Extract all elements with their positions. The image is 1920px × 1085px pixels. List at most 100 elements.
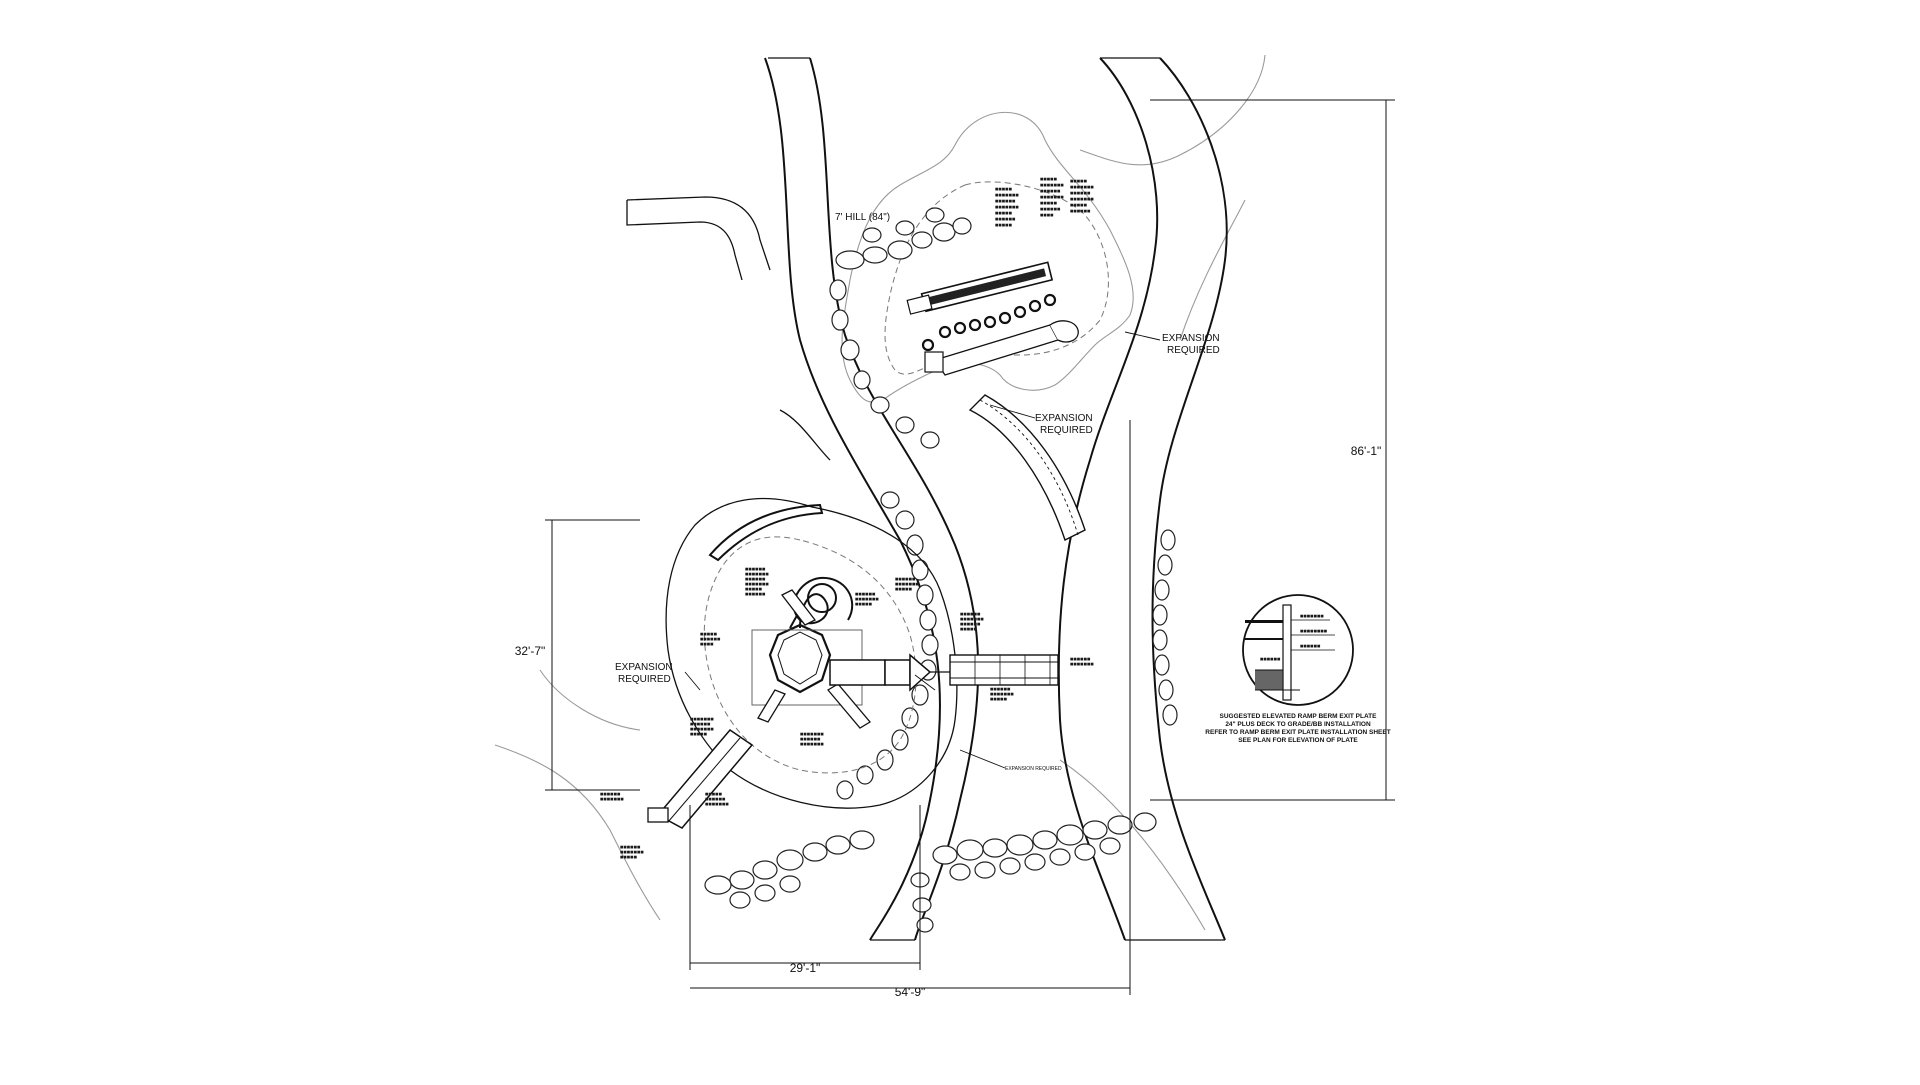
svg-text:■■■■■■: ■■■■■■: [855, 592, 876, 596]
upper-play-area-boundary: [841, 111, 1134, 403]
expansion-small-label: EXPANSION REQUIRED: [1005, 766, 1062, 772]
svg-text:■■■■■■■: ■■■■■■■: [990, 692, 1014, 696]
svg-text:■■■■■■: ■■■■■■: [1040, 207, 1061, 211]
svg-text:■■■■■■■: ■■■■■■■: [690, 717, 714, 721]
svg-text:■■■■■■■: ■■■■■■■: [960, 617, 984, 621]
walking-path-east-inner: [1151, 57, 1228, 941]
dim-width-total: 54'-9": [895, 985, 926, 999]
svg-text:■■■■■: ■■■■■: [995, 211, 1013, 215]
dim-height-left: 32'-7": [515, 644, 546, 658]
svg-text:■■■■■■: ■■■■■■: [690, 722, 711, 726]
expansion-left-label-2: REQUIRED: [618, 674, 671, 685]
svg-text:■■■■■■■: ■■■■■■■: [600, 797, 624, 801]
svg-text:■■■■■■: ■■■■■■: [745, 577, 766, 581]
svg-text:■■■■■: ■■■■■: [1070, 203, 1088, 207]
svg-text:■■■■■■: ■■■■■■: [600, 792, 621, 796]
dimension-lines: [545, 99, 1395, 995]
svg-text:■■■■■■■: ■■■■■■■: [705, 802, 729, 806]
svg-text:■■■■■■: ■■■■■■: [990, 687, 1011, 691]
svg-text:■■■■■■: ■■■■■■: [1040, 189, 1061, 193]
svg-text:■■■■■■■: ■■■■■■■: [620, 850, 644, 854]
svg-text:■■■■■■: ■■■■■■: [800, 737, 821, 741]
ramp-central-curved: [968, 394, 1086, 541]
svg-text:■■■■■: ■■■■■: [990, 697, 1008, 701]
bridge-deck: [829, 653, 932, 692]
lower-notes: ■■■■■■ ■■■■■■■ ■■■■■■ ■■■■■■■ ■■■■■ ■■■■…: [600, 567, 1094, 859]
svg-text:■■■■■■: ■■■■■■: [995, 199, 1016, 203]
svg-text:■■■■■: ■■■■■: [745, 587, 763, 591]
upper-slide: [924, 320, 1079, 376]
svg-text:■■■■■: ■■■■■: [1070, 179, 1088, 183]
svg-text:■■■■■: ■■■■■: [995, 223, 1013, 227]
dim-height-total: 86'-1": [1351, 444, 1382, 458]
svg-text:■■■■■■: ■■■■■■: [995, 217, 1016, 221]
expansion-left-label-1: EXPANSION: [615, 662, 673, 673]
expansion-upper-label-1: EXPANSION: [1035, 413, 1093, 424]
svg-text:■■■■: ■■■■: [1040, 213, 1054, 217]
svg-text:■■■■■: ■■■■■: [700, 632, 718, 636]
detail-note-line-2: 24" PLUS DECK TO GRADE/BB INSTALLATION: [1225, 721, 1371, 728]
svg-text:■■■■■: ■■■■■: [1040, 177, 1058, 181]
svg-text:■■■■■■: ■■■■■■: [960, 612, 981, 616]
svg-text:■■■■■■■: ■■■■■■■: [745, 582, 769, 586]
svg-text:■■■■■: ■■■■■: [690, 732, 708, 736]
detail-note-line-3: REFER TO RAMP BERM EXIT PLATE INSTALLATI…: [1205, 729, 1390, 736]
svg-text:■■■■: ■■■■: [700, 642, 714, 646]
svg-text:■■■■■■■: ■■■■■■■: [1070, 662, 1094, 666]
ramp-southwest: [647, 728, 754, 829]
svg-text:■■■■■■■: ■■■■■■■: [1300, 614, 1324, 618]
upper-notes: ■■■■■ ■■■■■■■ ■■■■■■ ■■■■■■■ ■■■■■ ■■■■■…: [995, 177, 1094, 227]
expansion-right-label-1: EXPANSION: [1162, 333, 1220, 344]
detail-note-line-1: SUGGESTED ELEVATED RAMP BERM EXIT PLATE: [1220, 713, 1378, 720]
svg-text:■■■■■■: ■■■■■■: [745, 592, 766, 596]
tower-slides: [757, 589, 871, 729]
svg-text:■■■■■■: ■■■■■■: [960, 622, 981, 626]
svg-text:■■■■■: ■■■■■: [895, 587, 913, 591]
svg-text:■■■■■: ■■■■■: [620, 855, 638, 859]
svg-text:■■■■■■■: ■■■■■■■: [1070, 185, 1094, 189]
walking-path-east-outer: [1057, 57, 1159, 941]
svg-text:■■■■■■■■: ■■■■■■■■: [1300, 629, 1328, 633]
svg-text:■■■■■: ■■■■■: [855, 602, 873, 606]
expansion-right-label-2: REQUIRED: [1167, 345, 1220, 356]
svg-text:■■■■■■■: ■■■■■■■: [995, 193, 1019, 197]
detail-note-line-4: SEE PLAN FOR ELEVATION OF PLATE: [1238, 737, 1358, 744]
svg-text:■■■■■■: ■■■■■■: [700, 637, 721, 641]
ramp-exit-plate-detail: ■■■■■■■ ■■■■■■■■ ■■■■■■ ■■■■■■: [1242, 594, 1354, 706]
walking-path-west-inner: [809, 57, 980, 941]
lower-play-area: [665, 497, 958, 809]
svg-text:■■■■■: ■■■■■: [960, 627, 978, 631]
svg-text:■■■■■■: ■■■■■■: [1070, 209, 1091, 213]
svg-text:■■■■■■■: ■■■■■■■: [800, 742, 824, 746]
svg-text:■■■■■■: ■■■■■■: [705, 797, 726, 801]
ramp-east: [930, 654, 1059, 686]
svg-text:■■■■■■: ■■■■■■: [1070, 657, 1091, 661]
svg-text:■■■■■■: ■■■■■■: [1070, 191, 1091, 195]
expansion-upper-label-2: REQUIRED: [1040, 425, 1093, 436]
rock-border-bottom: [704, 812, 1157, 933]
svg-text:■■■■■: ■■■■■: [1040, 201, 1058, 205]
svg-text:■■■■■■■: ■■■■■■■: [1070, 197, 1094, 201]
svg-text:■■■■■■: ■■■■■■: [620, 845, 641, 849]
terrain-lines: [494, 54, 1266, 931]
svg-text:■■■■■■: ■■■■■■: [745, 567, 766, 571]
svg-text:■■■■■: ■■■■■: [705, 792, 723, 796]
rock-border-upper: [829, 207, 972, 449]
svg-text:■■■■■■■: ■■■■■■■: [1040, 195, 1064, 199]
walking-path-west-outer: [764, 57, 941, 941]
svg-text:■■■■■■■: ■■■■■■■: [1040, 183, 1064, 187]
leader-lines: [684, 331, 1161, 769]
rock-border-west: [836, 491, 939, 800]
svg-text:■■■■■■■: ■■■■■■■: [745, 572, 769, 576]
svg-text:■■■■■■: ■■■■■■: [1260, 657, 1281, 661]
hill-label: 7' HILL (84"): [835, 212, 890, 223]
svg-text:■■■■■■■: ■■■■■■■: [690, 727, 714, 731]
svg-text:■■■■■■: ■■■■■■: [1300, 644, 1321, 648]
upper-play-structure: [906, 261, 1054, 315]
svg-text:■■■■■■■: ■■■■■■■: [895, 582, 919, 586]
svg-text:■■■■■■■: ■■■■■■■: [855, 597, 879, 601]
dim-width-inner: 29'-1": [790, 961, 821, 975]
svg-text:■■■■■■■: ■■■■■■■: [800, 732, 824, 736]
